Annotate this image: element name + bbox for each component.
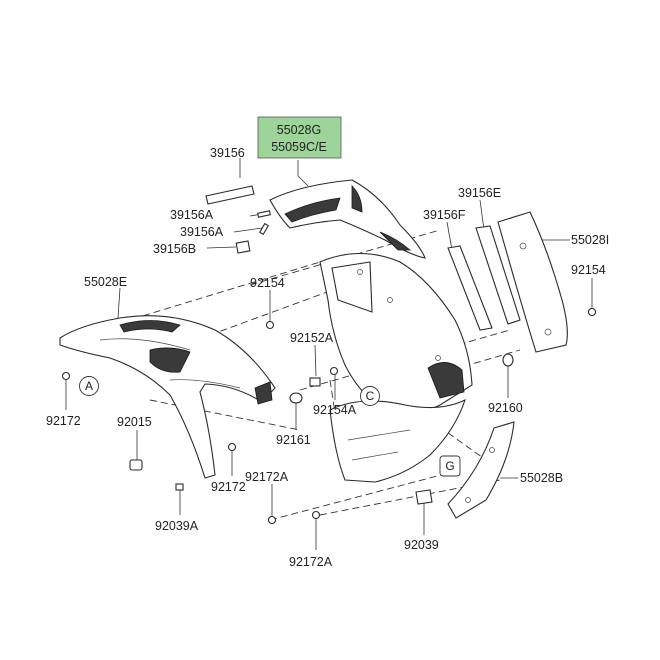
label-39156A-top: 39156A: [170, 208, 214, 222]
leader-lines: [65, 158, 593, 550]
callout-c: C: [360, 386, 380, 406]
label-92172-left: 92172: [46, 414, 81, 428]
svg-text:C: C: [366, 389, 375, 403]
label-55028G: 55028G: [277, 123, 321, 137]
callout-g: G: [439, 455, 461, 477]
callout-a: A: [79, 376, 99, 396]
label-55028I: 55028I: [571, 233, 609, 247]
lower-cowl-part: [329, 398, 466, 483]
label-92161: 92161: [276, 433, 311, 447]
upper-cowl-part: [269, 179, 426, 259]
highlight-box: [257, 116, 342, 159]
strip-parts: [205, 185, 271, 254]
label-92154A: 92154A: [313, 403, 357, 417]
right-bracket-part: [497, 211, 568, 353]
label-92039: 92039: [404, 538, 439, 552]
label-92039A: 92039A: [155, 519, 199, 533]
fasteners: [61, 307, 597, 525]
label-92160: 92160: [488, 401, 523, 415]
label-39156B: 39156B: [153, 242, 196, 256]
label-92172A-upper: 92172A: [245, 470, 289, 484]
svg-text:G: G: [445, 459, 454, 473]
label-92172-mid: 92172: [211, 480, 246, 494]
side-cowl-part: [319, 252, 473, 415]
label-92154-mid: 92154: [250, 276, 285, 290]
lower-right-bracket-part: [447, 421, 515, 519]
svg-text:A: A: [85, 379, 93, 393]
label-92154-right: 92154: [571, 263, 606, 277]
seal-parts: [447, 225, 521, 331]
label-55059C-E: 55059C/E: [271, 140, 327, 154]
left-inner-cowl-part: [59, 315, 276, 479]
label-39156E: 39156E: [458, 186, 501, 200]
label-55028E: 55028E: [84, 275, 127, 289]
label-39156A-bottom: 39156A: [180, 225, 224, 239]
label-92152A: 92152A: [290, 331, 334, 345]
label-55028B: 55028B: [520, 471, 563, 485]
label-92172A-lower: 92172A: [289, 555, 333, 569]
label-39156F: 39156F: [423, 208, 466, 222]
label-92015: 92015: [117, 415, 152, 429]
label-39156: 39156: [210, 146, 245, 160]
